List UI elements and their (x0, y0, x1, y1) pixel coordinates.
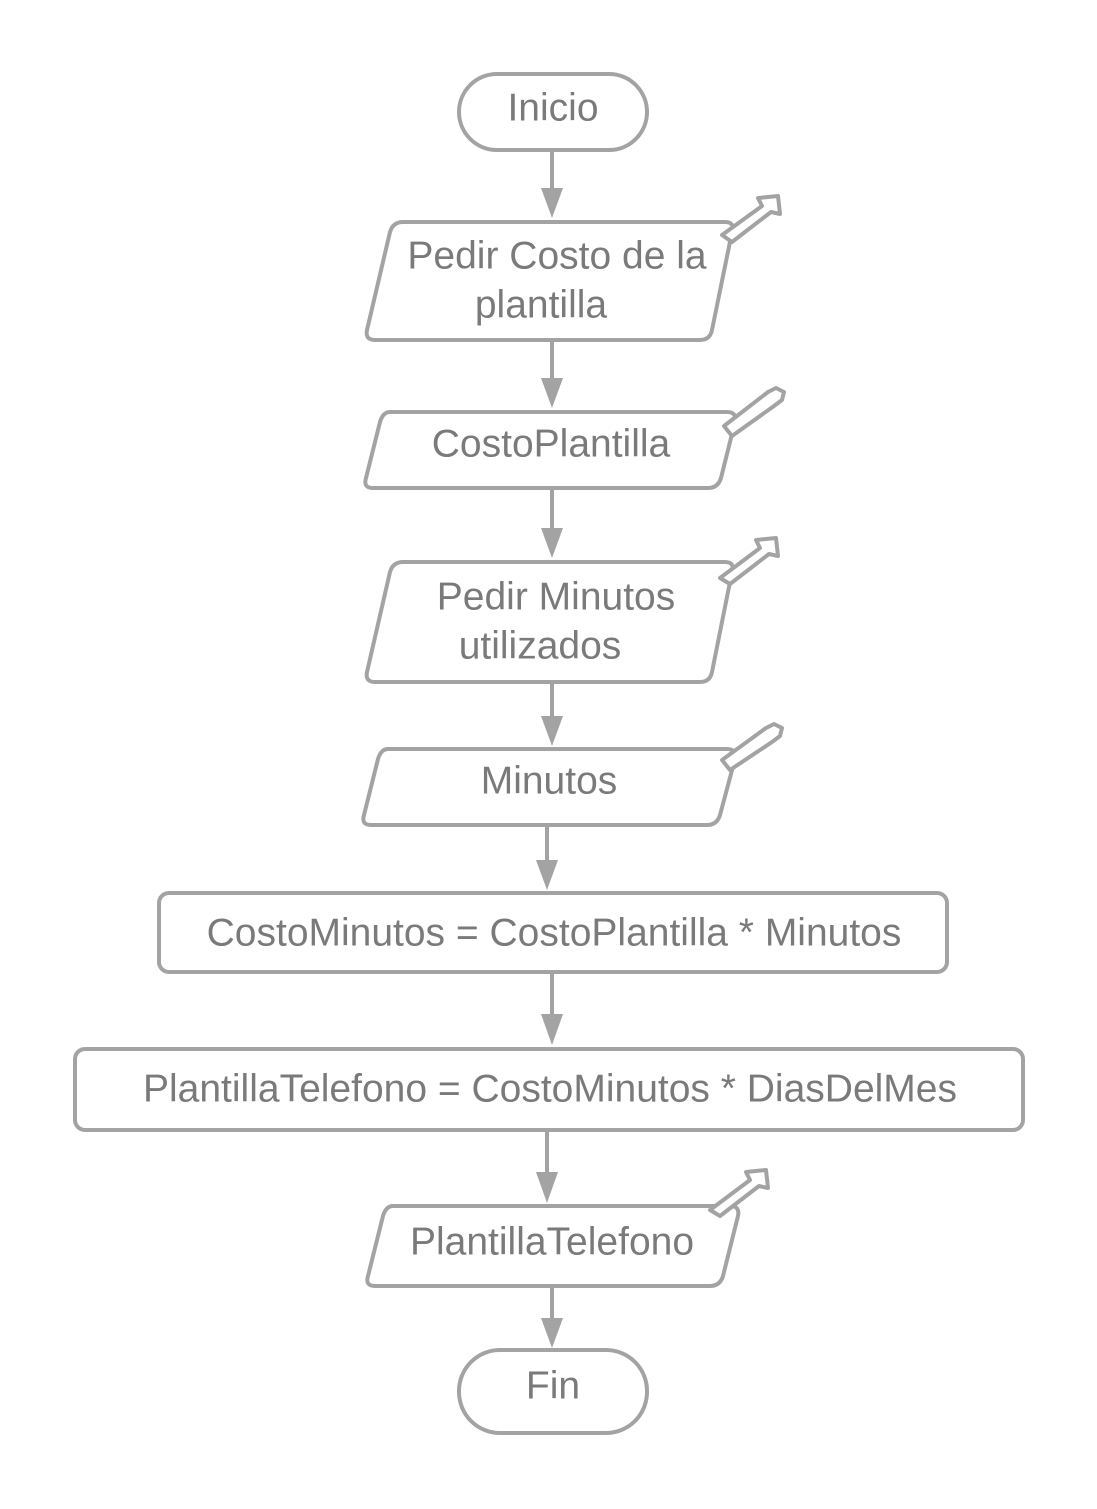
arrowhead-prompt-cost (541, 188, 563, 218)
input-pen-icon (720, 722, 784, 772)
process-phone-bill-label: PlantillaTelefono = CostoMinutos * DiasD… (143, 1067, 957, 1110)
process-phone-bill-shape (73, 1047, 1025, 1132)
arrowhead-prompt-minutes (541, 528, 563, 558)
process-cost-minutes[interactable]: CostoMinutos = CostoPlantilla * Minutos (157, 891, 949, 974)
input-prompt-minutes[interactable]: Pedir Minutos utilizados (364, 536, 780, 684)
input-minutes-label: Minutos (481, 759, 618, 802)
input-prompt-cost-label-line1: Pedir Costo de la (407, 234, 706, 277)
connectors (536, 151, 563, 1348)
input-pen-icon (718, 536, 780, 586)
start-terminator[interactable]: Inicio (457, 72, 649, 152)
end-label: Fin (526, 1364, 580, 1407)
arrowhead-phone-bill (541, 1014, 563, 1045)
arrowhead-cost (541, 378, 563, 408)
arrowhead-end (541, 1318, 563, 1348)
output-phone-bill-shape (365, 1204, 741, 1288)
input-pen-icon (720, 194, 782, 244)
input-prompt-cost[interactable]: Pedir Costo de la plantilla (364, 194, 782, 342)
process-cost-minutes-shape (157, 891, 949, 974)
arrowhead-minutes (541, 716, 563, 746)
input-prompt-cost-label-line2: plantilla (475, 283, 608, 326)
end-shape (457, 1348, 649, 1435)
process-cost-minutes-label: CostoMinutos = CostoPlantilla * Minutos (207, 911, 902, 954)
input-minutes[interactable]: Minutos (361, 722, 784, 827)
input-prompt-minutes-label-line1: Pedir Minutos (437, 575, 675, 618)
start-shape (457, 72, 649, 152)
arrowhead-cost-minutes (536, 860, 558, 890)
input-pen-icon (722, 386, 786, 438)
output-phone-bill[interactable]: PlantillaTelefono (365, 1168, 770, 1288)
output-phone-bill-label: PlantillaTelefono (410, 1220, 694, 1263)
end-terminator[interactable]: Fin (457, 1348, 649, 1435)
input-cost-label: CostoPlantilla (432, 422, 671, 465)
start-label: Inicio (507, 86, 598, 129)
arrowhead-output (536, 1172, 558, 1203)
output-pen-icon (708, 1168, 770, 1218)
process-phone-bill[interactable]: PlantillaTelefono = CostoMinutos * DiasD… (73, 1047, 1025, 1132)
input-prompt-minutes-label-line2: utilizados (459, 624, 622, 667)
input-cost[interactable]: CostoPlantilla (363, 386, 786, 490)
